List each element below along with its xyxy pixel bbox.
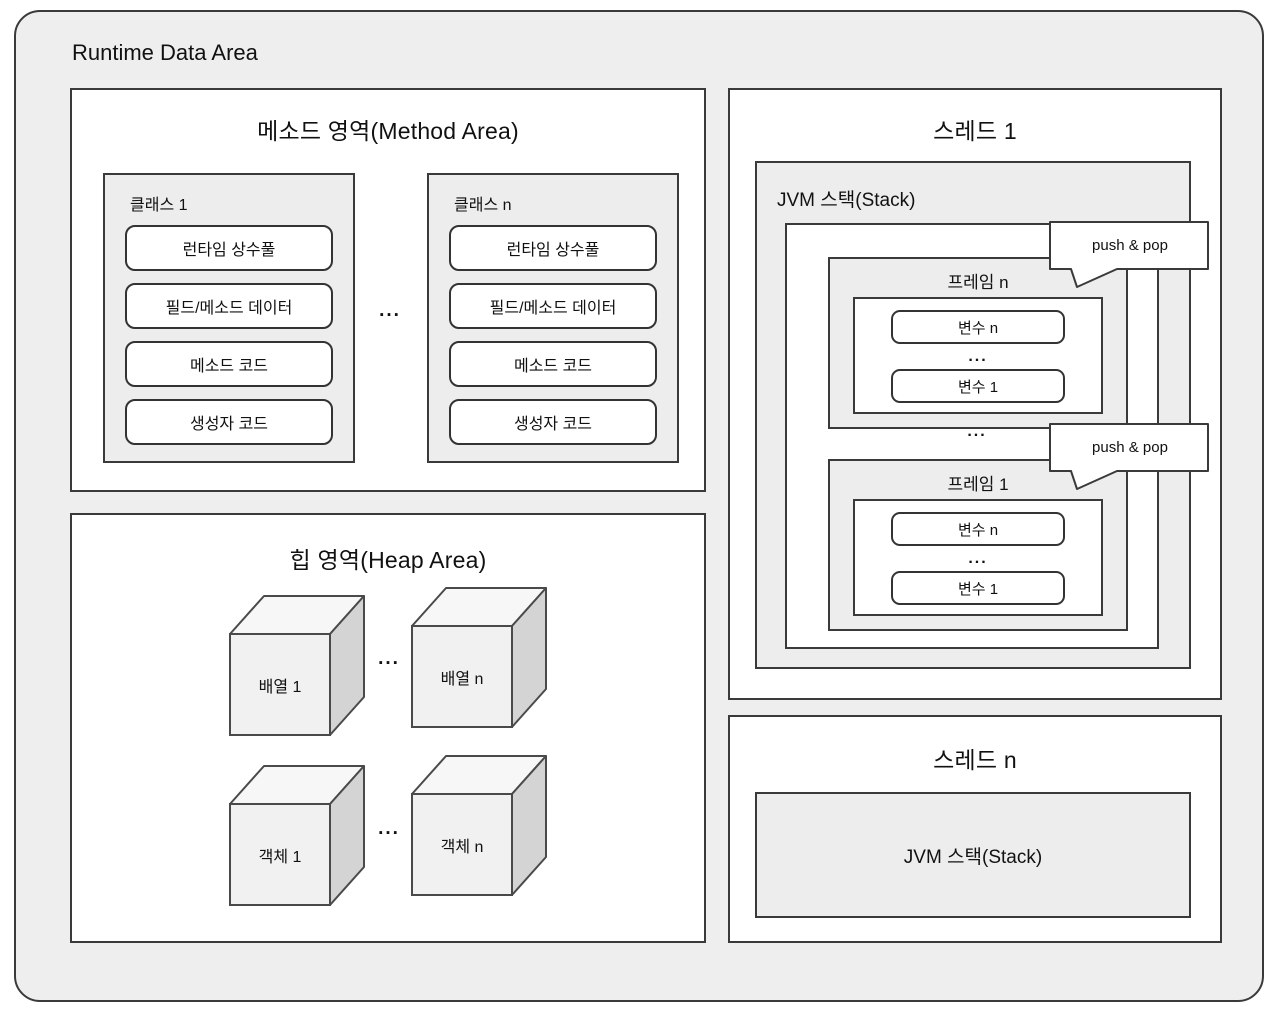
- class-1-label: 클래스 1: [130, 197, 188, 214]
- thread-n-title: 스레드 n: [933, 747, 1017, 773]
- class-1-box: 클래스 1 런타임 상수풀 필드/메소드 데이터 메소드 코드 생성자 코드: [103, 173, 355, 463]
- method-code: 메소드 코드: [449, 341, 657, 387]
- array-1-cube: 배열 1: [227, 590, 367, 738]
- array-n-cube: 배열 n: [409, 582, 549, 730]
- frame-n-inner-panel: 변수 n ... 변수 1: [853, 297, 1103, 414]
- cube-shape: [411, 755, 547, 896]
- cube-shape: [229, 595, 365, 736]
- cube-label: 객체 1: [258, 848, 302, 866]
- thread-1-box: 스레드 1 JVM 스택(Stack) 프레임 n 변수 n ... 변수 1 …: [728, 88, 1222, 700]
- variable-slot: 변수 n: [891, 310, 1065, 344]
- cube-shape: [411, 587, 547, 728]
- frame-1-title: 프레임 1: [947, 475, 1009, 494]
- object-n-cube: 객체 n: [409, 750, 549, 898]
- runtime-constant-pool: 런타임 상수풀: [125, 225, 333, 271]
- cube-label: 배열 1: [258, 678, 302, 696]
- push-pop-label: push & pop: [1092, 236, 1168, 254]
- variable-slot: 변수 n: [891, 512, 1065, 546]
- class-n-box: 클래스 n 런타임 상수풀 필드/메소드 데이터 메소드 코드 생성자 코드: [427, 173, 679, 463]
- method-area-title: 메소드 영역(Method Area): [257, 118, 519, 144]
- class-1-items: 런타임 상수풀 필드/메소드 데이터 메소드 코드 생성자 코드: [125, 225, 333, 445]
- push-pop-bubble: push & pop: [1049, 423, 1211, 493]
- frame-n-title: 프레임 n: [947, 273, 1009, 292]
- jvm-stack-box: JVM 스택(Stack): [755, 792, 1191, 918]
- runtime-data-area-title: Runtime Data Area: [72, 40, 258, 65]
- variable-slot: 변수 1: [891, 571, 1065, 605]
- jvm-stack-label: JVM 스택(Stack): [777, 190, 916, 211]
- thread-n-box: 스레드 n JVM 스택(Stack): [728, 715, 1222, 943]
- speech-bubble-shape: [1049, 221, 1209, 288]
- class-n-items: 런타임 상수풀 필드/메소드 데이터 메소드 코드 생성자 코드: [449, 225, 657, 445]
- ellipsis: ...: [379, 300, 401, 321]
- constructor-code: 생성자 코드: [125, 399, 333, 445]
- ellipsis: ...: [378, 648, 400, 669]
- frame-1-inner-panel: 변수 n ... 변수 1: [853, 499, 1103, 616]
- field-method-data: 필드/메소드 데이터: [449, 283, 657, 329]
- heap-area: 힙 영역(Heap Area): [70, 513, 706, 943]
- object-1-cube: 객체 1: [227, 760, 367, 908]
- cube-shape: [229, 765, 365, 906]
- ellipsis: ...: [967, 423, 987, 440]
- class-n-label: 클래스 n: [454, 197, 512, 214]
- ellipsis: ...: [378, 818, 400, 839]
- jvm-stack-label: JVM 스택(Stack): [903, 846, 1043, 868]
- thread-1-title: 스레드 1: [933, 118, 1017, 144]
- heap-area-title: 힙 영역(Heap Area): [289, 547, 487, 573]
- ellipsis: ...: [968, 347, 988, 365]
- cube-label: 배열 n: [440, 670, 484, 688]
- method-area: 메소드 영역(Method Area) 클래스 1 런타임 상수풀 필드/메소드…: [70, 88, 706, 492]
- variable-slot: 변수 1: [891, 369, 1065, 403]
- push-pop-label: push & pop: [1092, 438, 1168, 456]
- ellipsis: ...: [968, 549, 988, 567]
- runtime-constant-pool: 런타임 상수풀: [449, 225, 657, 271]
- push-pop-bubble: push & pop: [1049, 221, 1211, 291]
- cube-label: 객체 n: [440, 838, 484, 856]
- speech-bubble-shape: [1049, 423, 1209, 490]
- field-method-data: 필드/메소드 데이터: [125, 283, 333, 329]
- constructor-code: 생성자 코드: [449, 399, 657, 445]
- method-code: 메소드 코드: [125, 341, 333, 387]
